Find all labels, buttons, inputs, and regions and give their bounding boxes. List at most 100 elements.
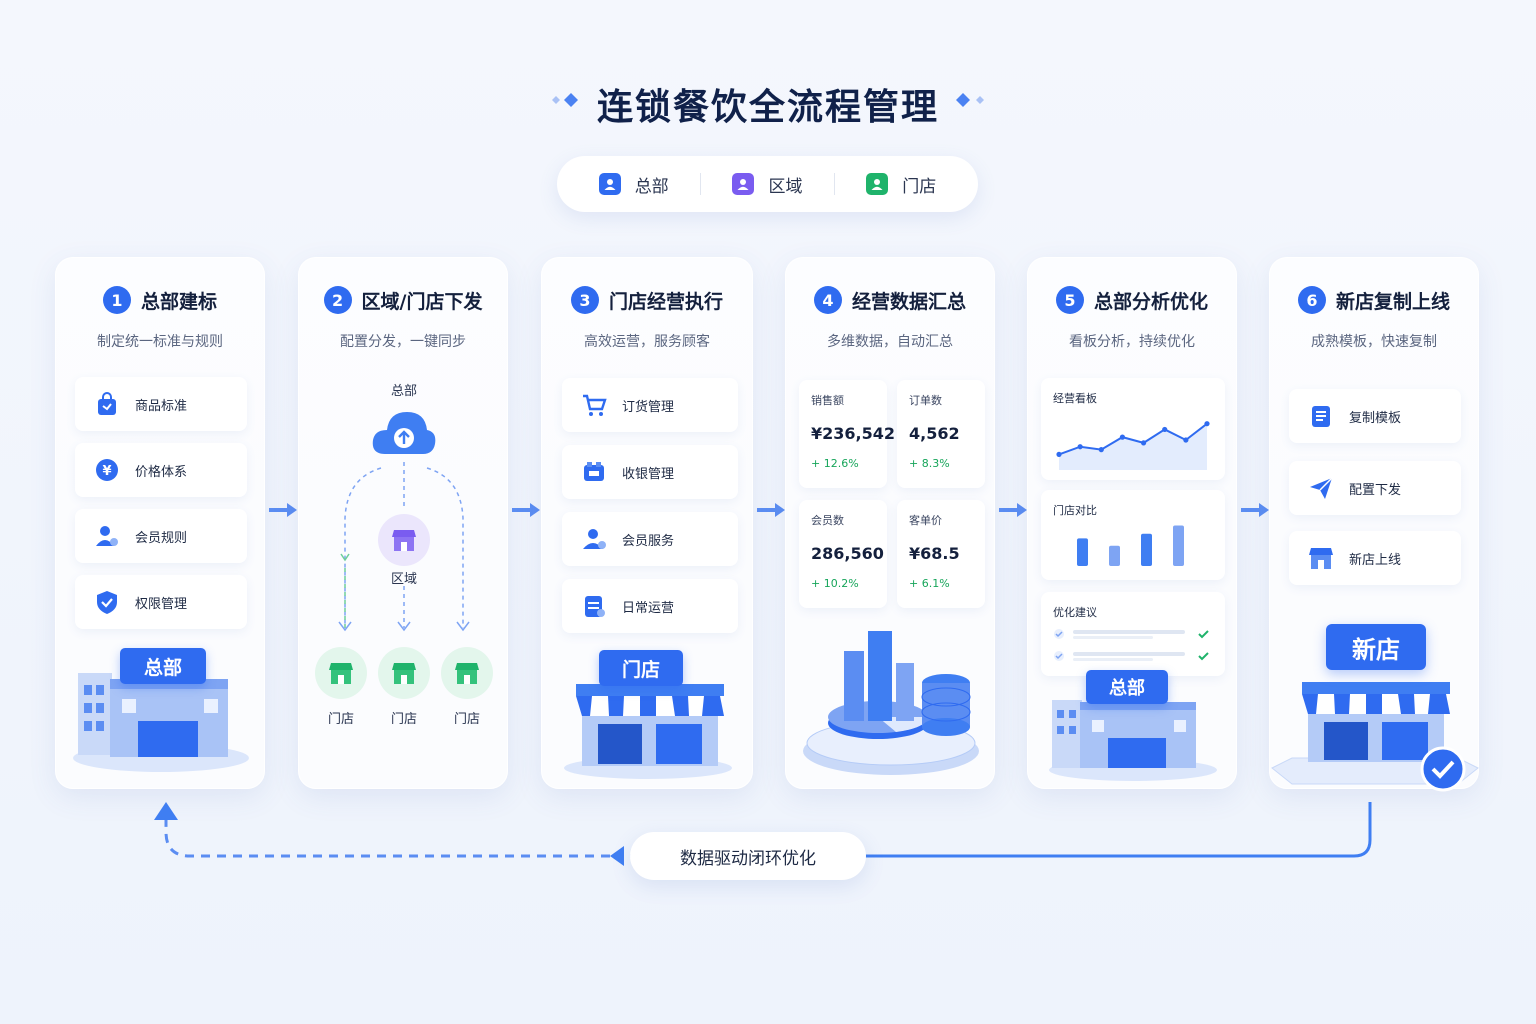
building-sign: 新店 [1326,624,1426,670]
legend-divider [833,173,835,195]
member-icon [93,522,121,550]
trend-point [1204,421,1210,427]
store-compare-bar-chart [1077,525,1184,566]
step-number: 2 [323,286,352,314]
check-badge-icon [1420,746,1466,792]
item-label: 新店上线 [1349,552,1402,568]
legend-divider [700,173,702,195]
line-area [1059,423,1207,470]
card-header: 6 新店复制上线 [1270,286,1478,314]
stat-label: 销售额 [811,394,844,407]
legend-item-hq: 总部 [598,172,669,197]
step-card-1: 1 总部建标 制定统一标准与规则 商品标准 ¥ 价格体系 会员规则 权限管理 总… [55,257,265,789]
item-label: 权限管理 [135,596,188,612]
region-node[interactable] [378,514,430,566]
step-card-5: 5 总部分析优化 看板分析，持续优化 经营看板 门店对比 优化建议 总部 [1027,257,1237,789]
card-header: 2 区域/门店下发 [299,286,507,314]
stat-orders: 订单数 4,562 + 8.3% [897,380,985,488]
panel-suggestions[interactable]: 优化建议 [1041,592,1225,676]
step-number: 6 [1297,286,1326,314]
item-ordering[interactable]: 订货管理 [562,378,738,432]
card-header: 4 经营数据汇总 [786,286,994,314]
trend-point [1119,434,1126,440]
step-number: 3 [570,286,599,314]
item-label: 会员服务 [622,533,675,549]
tree-node-store-label: 门店 [327,712,354,727]
card-title: 新店复制上线 [1335,290,1450,313]
item-member-rules[interactable]: 会员规则 [75,509,247,563]
trend-point [1140,440,1147,446]
headquarters-building-icon [1049,700,1217,781]
flow-arrow-icon [999,503,1027,517]
clipboard-icon [580,592,608,620]
step-card-3: 3 门店经营执行 高效运营，服务顾客 订货管理 收银管理 会员服务 日常运营 门… [541,257,753,789]
item-config-deploy[interactable]: 配置下发 [1289,461,1461,515]
role-legend: 总部 区域 门店 [557,156,978,212]
headquarters-building-icon [73,673,249,772]
stat-members: 会员数 286,560 + 10.2% [799,500,887,608]
stat-avg-ticket: 客单价 ¥68.5 + 6.1% [897,500,985,608]
member-service-icon [580,525,608,553]
card-subtitle: 多维数据，自动汇总 [827,334,953,350]
data-aggregation-illustration [803,631,979,775]
step-number: 4 [813,286,842,314]
user-icon [866,173,889,195]
building-sign: 总部 [1086,670,1168,704]
item-label: 配置下发 [1349,482,1402,498]
card-title: 总部分析优化 [1093,290,1208,313]
stat-change: + 8.3% [909,457,950,470]
card-subtitle: 制定统一标准与规则 [97,334,223,350]
item-price-system[interactable]: ¥ 价格体系 [75,443,247,497]
item-label: 复制模板 [1349,410,1402,426]
stat-label: 会员数 [811,514,844,527]
template-icon [1307,402,1335,430]
item-label: 订货管理 [622,399,675,415]
stat-value: 286,560 [811,544,884,563]
stat-change: + 6.1% [909,577,950,590]
card-header: 1 总部建标 [56,286,264,314]
stat-sales: 销售额 ¥236,542 + 12.6% [799,380,896,488]
step-card-4: 4 经营数据汇总 多维数据，自动汇总 销售额 ¥236,542 + 12.6% … [785,257,995,789]
item-cashier[interactable]: 收银管理 [562,445,738,499]
legend-item-store: 门店 [866,172,936,197]
item-copy-template[interactable]: 复制模板 [1289,389,1461,443]
legend-label: 区域 [768,176,803,197]
store-node[interactable] [441,647,493,699]
item-daily-ops[interactable]: 日常运营 [562,579,738,633]
cart-icon [580,391,608,419]
card-subtitle: 成熟模板，快速复制 [1311,334,1437,350]
panel-title: 优化建议 [1053,606,1097,619]
region-store-icon [392,530,416,551]
building-sign: 总部 [120,648,206,684]
store-node[interactable] [378,647,430,699]
item-product-standard[interactable]: 商品标准 [75,377,247,431]
stat-value: 4,562 [909,424,960,443]
compare-bar [1109,545,1120,566]
store-building-icon [564,684,732,779]
item-new-store-launch[interactable]: 新店上线 [1289,531,1461,585]
distribution-lines [338,462,470,632]
panel-store-compare[interactable]: 门店对比 [1041,490,1225,580]
card-subtitle: 看板分析，持续优化 [1069,334,1195,350]
compare-bar [1141,533,1152,566]
card-subtitle: 配置分发，一键同步 [340,334,466,350]
trend-point [1162,426,1168,433]
title-left-deco-icon [552,93,578,107]
panel-dashboard[interactable]: 经营看板 [1041,378,1225,480]
panel-title: 门店对比 [1053,504,1097,517]
shield-icon [93,588,121,616]
item-permission[interactable]: 权限管理 [75,575,247,629]
store-icon [392,663,416,684]
stat-value: ¥236,542 [811,424,896,443]
card-title: 区域/门店下发 [361,290,483,313]
building-sign: 门店 [599,650,683,686]
item-label: 收银管理 [622,466,675,482]
cloud-upload-icon[interactable] [369,404,439,460]
send-icon [1307,474,1335,502]
item-member-service[interactable]: 会员服务 [562,512,738,566]
card-subtitle: 高效运营，服务顾客 [584,334,710,350]
store-icon [455,663,479,684]
trend-line [1058,422,1208,456]
store-node[interactable] [315,647,367,699]
shopping-bag-icon [93,390,121,418]
